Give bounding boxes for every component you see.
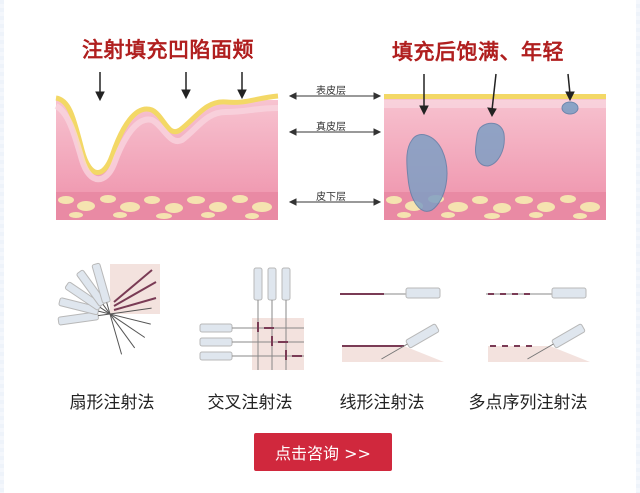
filler-deposit-large <box>406 134 448 212</box>
cross-technique-label: 交叉注射法 <box>207 393 293 413</box>
down-arrow-icon <box>419 73 575 118</box>
after-skin-diagram <box>384 73 606 220</box>
fan-technique-label: 扇形注射法 <box>69 393 155 413</box>
epidermis-label: 表皮层 <box>316 86 346 97</box>
consult-button[interactable]: 点击咨询 >> <box>254 433 392 471</box>
before-skin-diagram <box>54 60 279 220</box>
linear-technique-label: 线形注射法 <box>339 393 425 413</box>
linear-technique-illustration <box>340 287 444 362</box>
fan-technique-illustration <box>57 262 160 355</box>
down-arrow-icon <box>95 72 247 102</box>
before-fat-layer <box>56 192 278 220</box>
content-card: 注射填充凹陷面颊 填充后饱满、年轻 <box>4 0 636 493</box>
filler-deposit-small <box>561 101 579 115</box>
before-white-cut <box>56 60 278 173</box>
before-heading: 注射填充凹陷面颊 <box>82 38 254 62</box>
serial-puncture-illustration <box>486 287 590 362</box>
after-heading: 填充后饱满、年轻 <box>392 40 564 64</box>
subcutaneous-label: 皮下层 <box>316 192 346 203</box>
before-dermis-band <box>54 103 279 183</box>
after-epidermis <box>384 94 606 99</box>
after-dermis-band <box>384 100 606 108</box>
dermis-label: 真皮层 <box>316 122 346 133</box>
serial-puncture-label: 多点序列注射法 <box>468 393 588 413</box>
layer-arrows <box>288 92 382 206</box>
cross-technique-illustration <box>199 267 304 370</box>
filler-deposit-medium <box>475 122 505 167</box>
